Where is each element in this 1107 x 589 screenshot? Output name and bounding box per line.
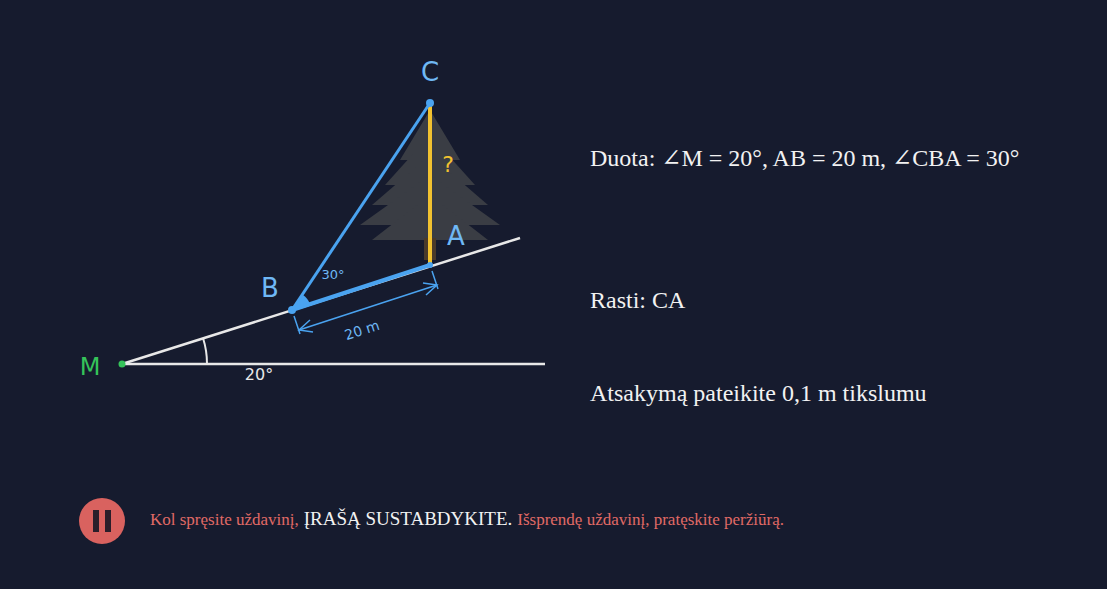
given-text: Duota: ∠M = 20°, AB = 20 m, ∠CBA = 30° [590,143,1020,174]
note-text: Išsprendę uždavinį, pratęskite peržiūrą. [517,510,784,530]
unknown-mark: ? [442,152,454,177]
precision-note: Atsakymą pateikite 0,1 m tikslumu [590,380,927,408]
point-label: C [421,58,439,88]
pause-icon [79,498,125,544]
point-label: M [80,354,101,382]
note-emphasis: ĮRAŠĄ SUSTABDYKITE. [304,508,513,530]
note-text: Kol spręsite uždavinį, [150,510,299,530]
slope-line [122,238,520,364]
pause-note: Kol spręsite uždavinį,ĮRAŠĄ SUSTABDYKITE… [150,508,784,530]
angle-arc [203,338,207,364]
find-text: Rasti: CA [590,287,685,315]
angle-label: 30° [321,268,344,283]
point-m [119,361,126,368]
tree-height [428,103,432,265]
point-a [427,262,433,268]
point-b [288,306,296,314]
point-c [426,99,434,107]
ground-line [122,363,545,366]
segment-ab [292,265,430,310]
angle-label: 20° [245,366,273,384]
point-label: A [447,222,465,252]
point-label: B [261,274,279,304]
sight-line [292,103,430,310]
